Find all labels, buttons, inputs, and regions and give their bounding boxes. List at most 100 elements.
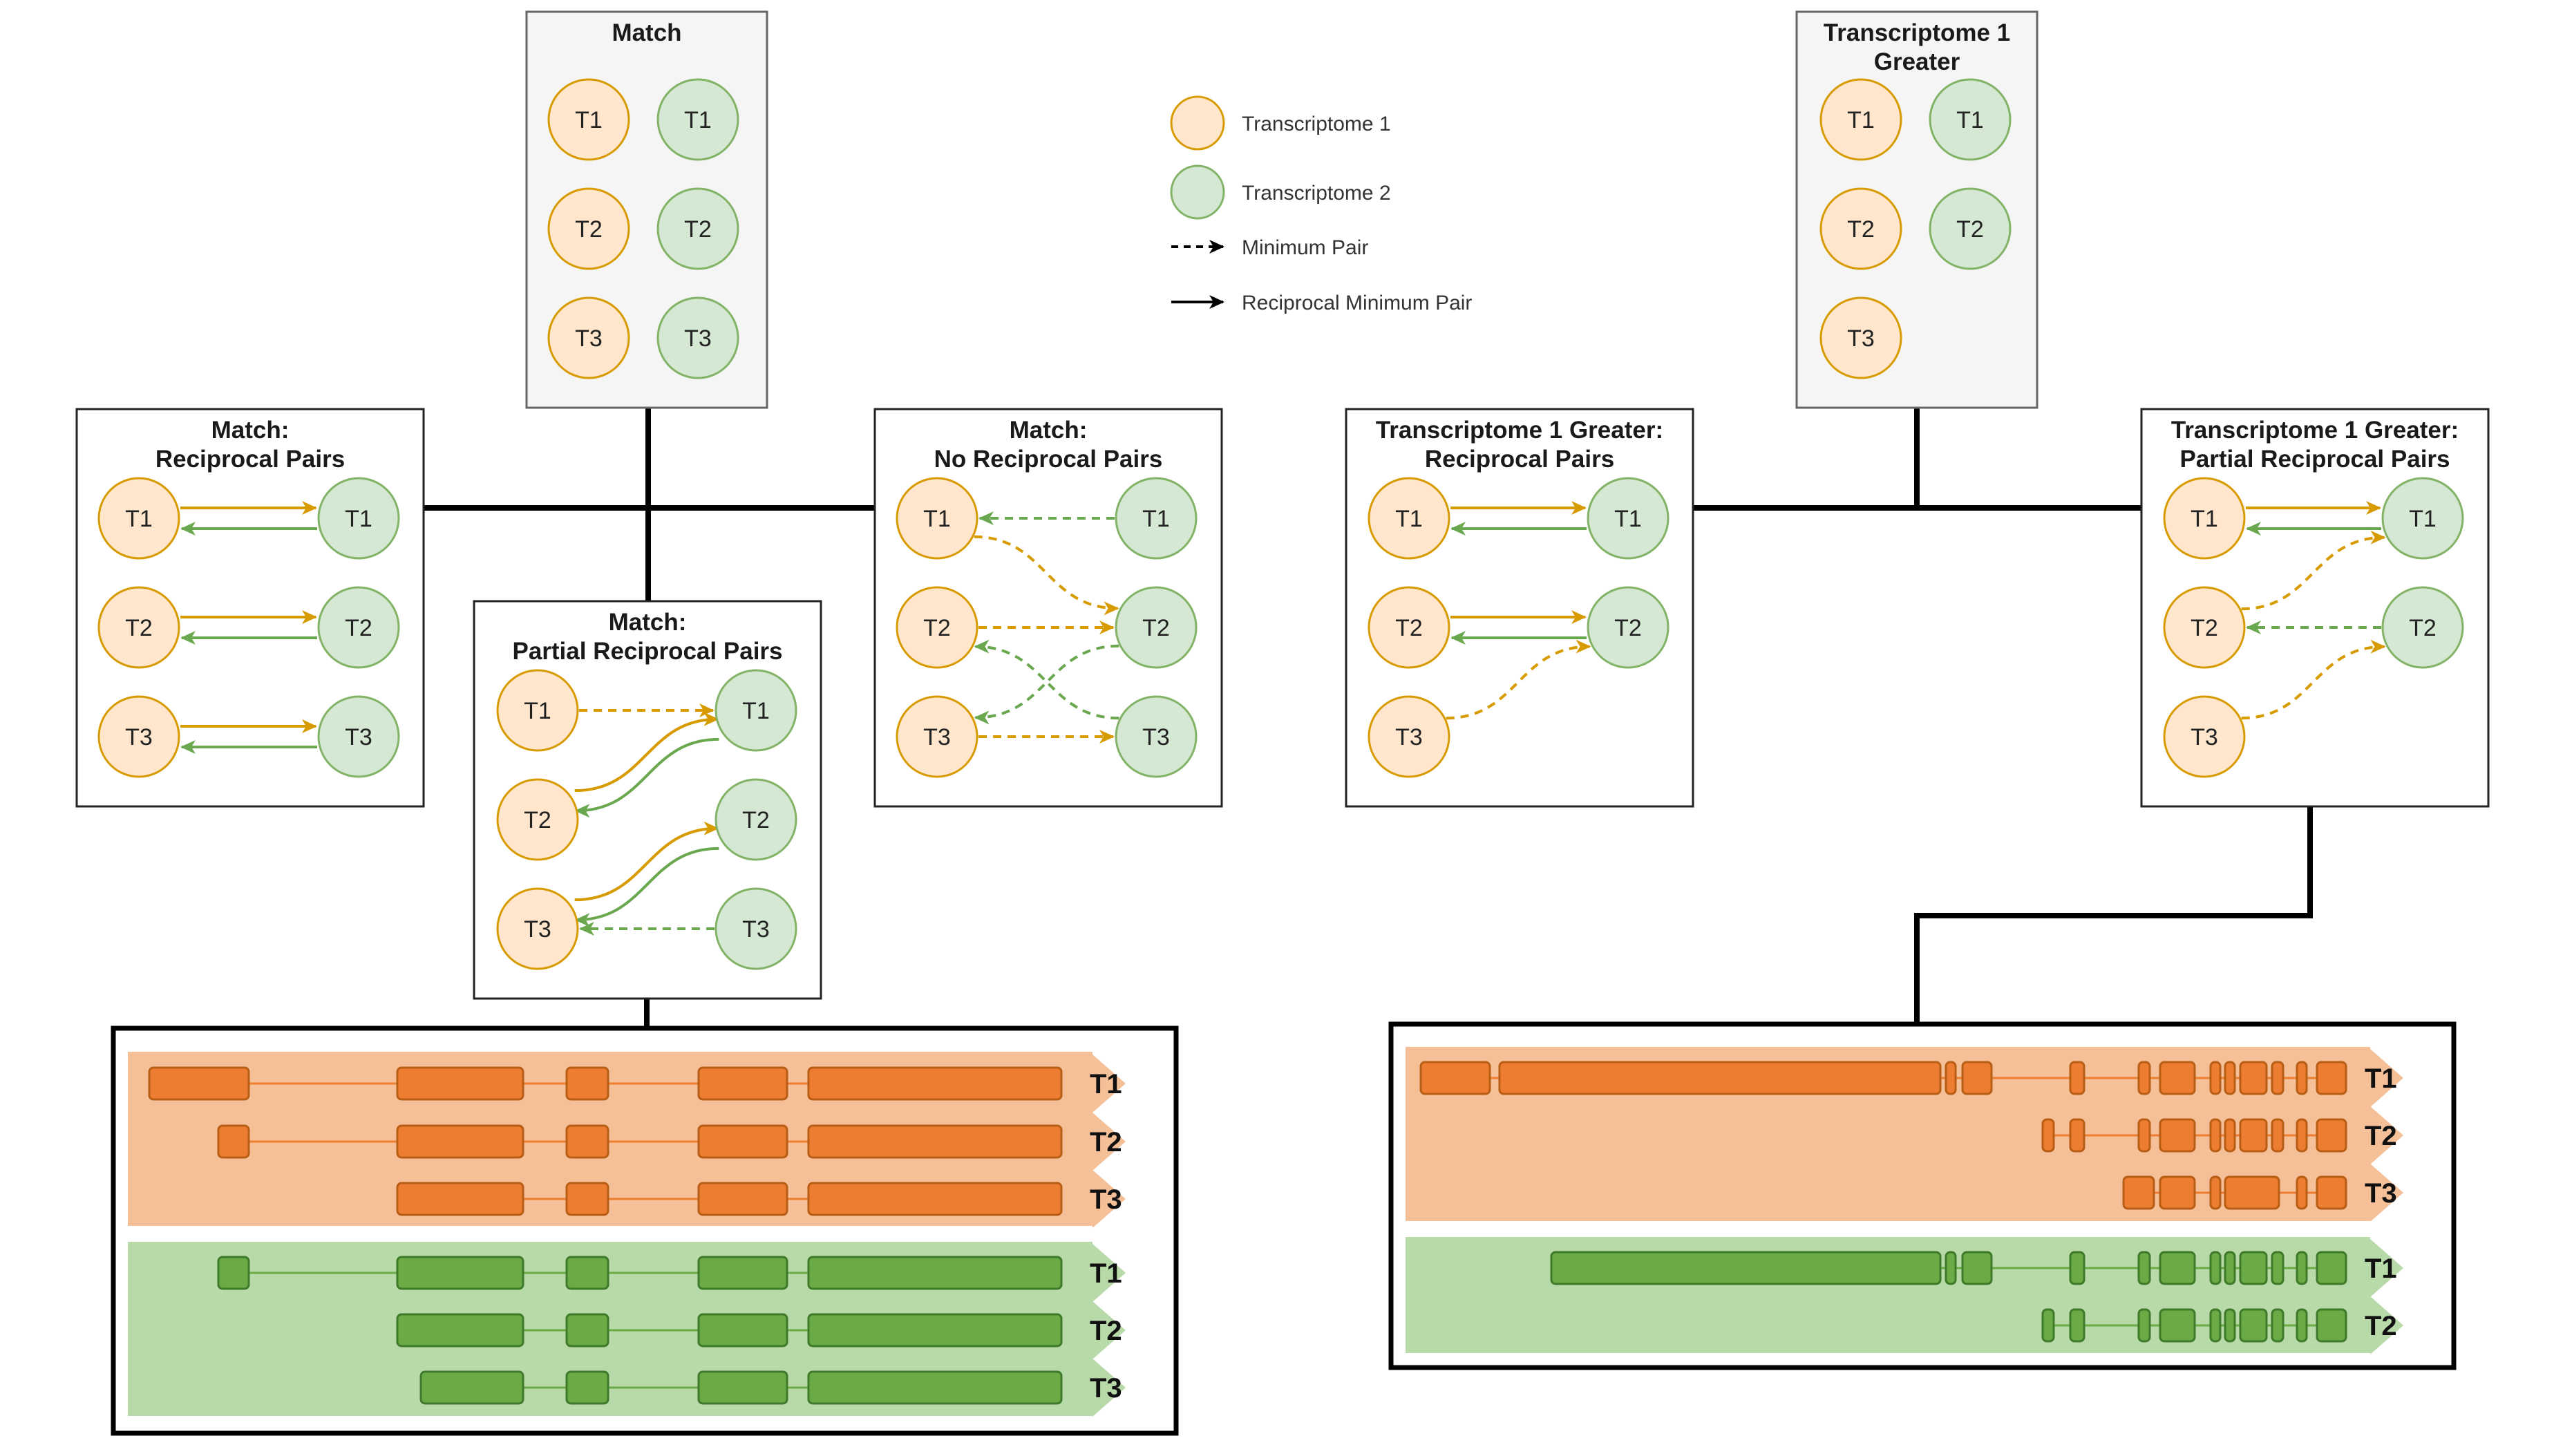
- node-label: T3: [345, 724, 372, 750]
- legend-item: Reciprocal Minimum Pair: [1171, 292, 1472, 314]
- transcriptome-2-node: [1115, 695, 1198, 778]
- exon: [2209, 1251, 2222, 1285]
- box-title-line: Transcriptome 1: [1824, 19, 2010, 46]
- node-label: T1: [575, 107, 603, 133]
- exon: [2159, 1308, 2196, 1343]
- node-label: T1: [345, 506, 372, 532]
- exon: [217, 1256, 250, 1290]
- exon: [2224, 1251, 2236, 1285]
- track-arrow-tip: [1092, 1113, 1126, 1171]
- transcriptome-1-node: [97, 586, 180, 669]
- node-label: T1: [125, 506, 153, 532]
- exon: [2137, 1118, 2151, 1153]
- track-label: T2: [1090, 1127, 1122, 1157]
- reciprocal-pair-arrow: [574, 847, 719, 927]
- connector-greater-partial-to-panel: [1914, 806, 2313, 1024]
- transcriptome-2-node: [1929, 187, 2012, 270]
- exon: [807, 1182, 1063, 1216]
- track-arrow-tip: [1092, 1170, 1126, 1228]
- exon: [697, 1066, 788, 1101]
- transcriptome-2-node: [1929, 78, 2012, 161]
- exon: [2271, 1061, 2285, 1095]
- transcriptome-1-swatch: [1170, 95, 1225, 151]
- node-label: T2: [923, 615, 951, 641]
- exon: [565, 1066, 609, 1101]
- exon: [2316, 1118, 2347, 1153]
- track-arrow-tip: [2370, 1106, 2403, 1164]
- node-label: T3: [923, 724, 951, 750]
- transcriptome-1-node: [97, 477, 180, 560]
- exon: [396, 1124, 524, 1159]
- node-label: T1: [1614, 506, 1642, 532]
- exon: [697, 1370, 788, 1405]
- transcriptome-1-node: [1819, 78, 1902, 161]
- track-arrow-tip: [1092, 1055, 1126, 1113]
- exon: [2224, 1061, 2236, 1095]
- track-label: T2: [1090, 1316, 1122, 1346]
- box-greater-reciprocal: Transcriptome 1 Greater:Reciprocal Pairs…: [1345, 408, 1694, 808]
- node-label: T3: [575, 325, 603, 352]
- transcriptome-2-node: [715, 669, 797, 752]
- reciprocal-pair-arrow: [574, 821, 719, 902]
- exon: [2209, 1118, 2222, 1153]
- exon: [2159, 1061, 2196, 1095]
- transcriptome-2-node: [1115, 586, 1198, 669]
- legend-label: Transcriptome 1: [1242, 113, 1391, 135]
- exon: [565, 1313, 609, 1348]
- exon: [2159, 1251, 2196, 1285]
- box-title-line: Reciprocal Pairs: [155, 446, 345, 473]
- exon: [1498, 1061, 1942, 1095]
- exon: [2296, 1175, 2308, 1210]
- node-label: T1: [2409, 506, 2437, 532]
- transcriptome-2-node: [2381, 586, 2464, 669]
- exon: [2069, 1061, 2085, 1095]
- track-label: T1: [1090, 1258, 1122, 1289]
- track-label: T3: [1090, 1184, 1122, 1215]
- exon: [807, 1256, 1063, 1290]
- node-label: T2: [524, 807, 551, 833]
- transcriptome-2-node: [317, 477, 400, 560]
- transcriptome-2-node: [656, 78, 739, 161]
- exon: [807, 1066, 1063, 1101]
- node-label: T2: [1614, 615, 1642, 641]
- node-label: T1: [923, 506, 951, 532]
- exon: [2041, 1308, 2055, 1343]
- box-title-line: Match: [612, 19, 681, 46]
- track-label: T1: [2365, 1254, 2397, 1284]
- exon: [2239, 1118, 2268, 1153]
- transcriptome-2-node: [656, 187, 739, 270]
- exon: [2209, 1175, 2222, 1210]
- node-label: T1: [2191, 506, 2218, 532]
- node-label: T2: [742, 807, 770, 833]
- track-arrow-tip: [1092, 1301, 1126, 1359]
- node-label: T1: [1395, 506, 1423, 532]
- box-title-line: Reciprocal Pairs: [1425, 446, 1614, 473]
- legend-label: Reciprocal Minimum Pair: [1242, 292, 1472, 314]
- exon: [2159, 1175, 2196, 1210]
- transcriptome-1-node: [896, 477, 978, 560]
- exon: [2137, 1308, 2151, 1343]
- transcriptome-1-node: [547, 187, 630, 270]
- node-label: T2: [575, 216, 603, 243]
- node-label: T2: [1142, 615, 1170, 641]
- track-label: T1: [1090, 1069, 1122, 1099]
- legend-label: Transcriptome 2: [1242, 182, 1391, 205]
- exon: [2316, 1175, 2347, 1210]
- transcriptome-2-node: [1115, 477, 1198, 560]
- box-greater-partial: Transcriptome 1 Greater:Partial Reciproc…: [2140, 408, 2490, 808]
- exon: [1945, 1251, 1957, 1285]
- track-arrow-tip: [2370, 1296, 2403, 1354]
- exon: [396, 1256, 524, 1290]
- track-label: T3: [1090, 1373, 1122, 1403]
- exon: [697, 1313, 788, 1348]
- transcriptome-2-node: [317, 586, 400, 669]
- transcriptome-2-node: [317, 695, 400, 778]
